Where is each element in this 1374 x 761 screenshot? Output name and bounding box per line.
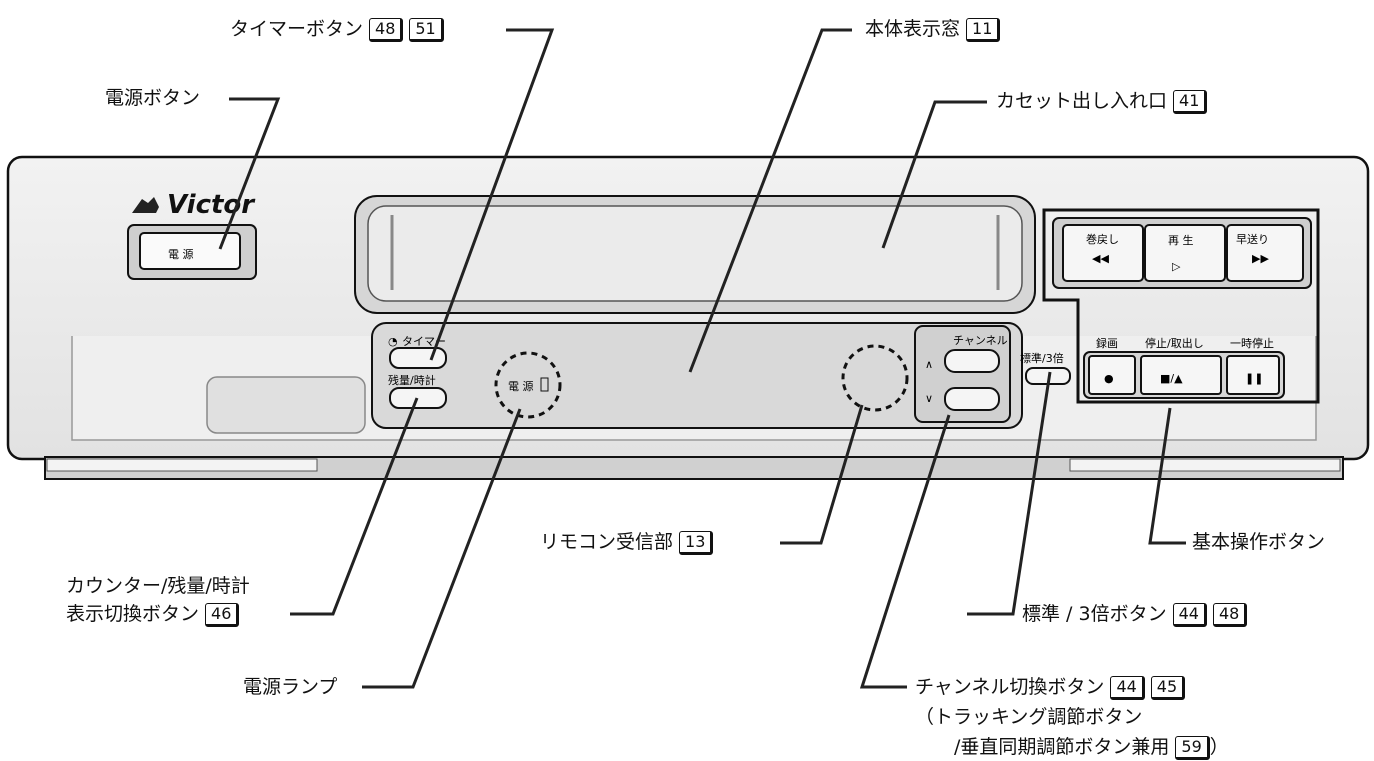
basic-ops-outline <box>1042 208 1320 404</box>
rewind-button[interactable] <box>1062 224 1144 282</box>
counter-label: 残量/時計 <box>388 373 436 387</box>
channel-down-button[interactable] <box>944 387 1000 411</box>
record-icon: ● <box>1104 372 1114 385</box>
stop-eject-icon: ■/▲ <box>1160 372 1183 385</box>
left-foot <box>46 458 318 472</box>
play-icon: ▷ <box>1172 260 1181 273</box>
callout-power-button: 電源ボタン <box>105 87 201 109</box>
power-lamp-label: 電 源 <box>508 379 534 393</box>
channel-down-icon: ∨ <box>925 392 933 405</box>
counter-button[interactable] <box>389 387 447 409</box>
ref-box: 46 <box>205 602 240 627</box>
rewind-label: 巻戻し <box>1086 233 1119 246</box>
callout-power-lamp: 電源ランプ <box>243 676 338 698</box>
brand-logo: Victor <box>167 190 256 220</box>
record-button[interactable] <box>1088 355 1136 395</box>
ff-button[interactable] <box>1226 224 1304 282</box>
timer-icon: ◔ <box>388 335 398 348</box>
speed-label: 標準/3倍 <box>1020 351 1064 365</box>
channel-up-icon: ∧ <box>925 358 933 371</box>
play-label: 再 生 <box>1168 233 1194 247</box>
ref-box: 13 <box>679 530 714 555</box>
ref-box: 11 <box>966 17 1001 42</box>
callout-basic-ops: 基本操作ボタン <box>1192 531 1326 553</box>
leader-lines <box>218 28 1186 689</box>
pause-label: 一時停止 <box>1230 336 1274 350</box>
stop-eject-button[interactable] <box>1140 355 1222 395</box>
ref-box: 41 <box>1173 89 1208 114</box>
rewind-icon: ◀◀ <box>1092 252 1109 265</box>
pause-button[interactable] <box>1226 355 1280 395</box>
power-lamp <box>540 377 549 392</box>
pause-icon: ❚❚ <box>1245 372 1263 385</box>
record-label: 録画 <box>1096 336 1118 350</box>
ref-box: 59 <box>1175 735 1210 760</box>
ff-icon: ▶▶ <box>1252 252 1269 265</box>
power-lamp-ring <box>494 351 562 419</box>
base-strip <box>44 456 1344 480</box>
cassette-slot <box>367 205 1023 302</box>
timer-button[interactable] <box>389 347 447 369</box>
remote-sensor-ring <box>841 344 909 412</box>
ref-box: 48 <box>1212 602 1248 627</box>
ff-label: 早送り <box>1236 232 1269 246</box>
ref-box: 51 <box>409 17 444 42</box>
callout-channel-line2: （トラッキング調節ボタン <box>915 706 1143 728</box>
front-door <box>206 376 366 434</box>
channel-up-button[interactable] <box>944 349 1000 373</box>
ref-box: 44 <box>1172 602 1207 627</box>
ref-box: 48 <box>369 17 404 42</box>
callout-counter-line1: カウンター/残量/時計 <box>66 575 250 597</box>
stop-label: 停止/取出し <box>1145 336 1204 350</box>
power-button-label: 電 源 <box>168 247 194 261</box>
play-button[interactable] <box>1144 224 1226 282</box>
ref-box: 44 <box>1110 675 1145 700</box>
ref-box: 45 <box>1150 675 1186 700</box>
power-button[interactable] <box>139 232 241 270</box>
right-foot <box>1069 458 1341 472</box>
channel-label: チャンネル <box>953 334 1008 347</box>
logo-dog-icon <box>132 197 159 213</box>
